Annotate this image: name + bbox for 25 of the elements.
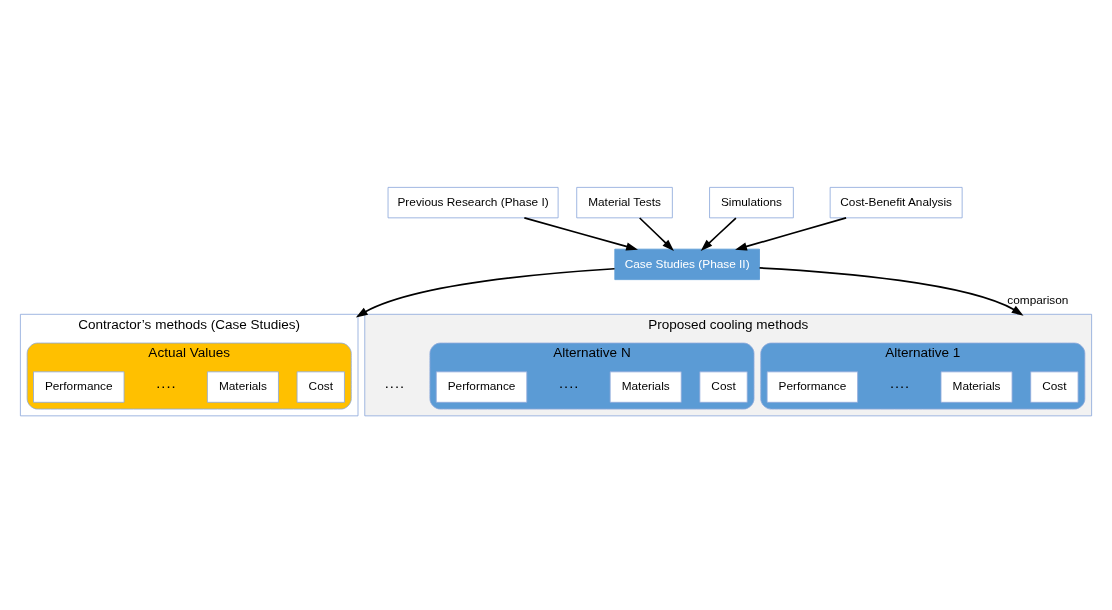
node-box: Cost <box>699 371 748 403</box>
arrow <box>758 267 1024 316</box>
arrow <box>355 267 616 318</box>
node-box: Cost <box>296 371 345 403</box>
node-box: Cost <box>1030 371 1079 403</box>
node-box: Cost-Benefit Analysis <box>829 186 963 219</box>
node-box: Materials <box>940 371 1013 403</box>
arrow <box>523 217 639 251</box>
node-box: Previous Research (Phase I) <box>387 186 559 219</box>
node-box: Performance <box>33 371 125 403</box>
node-box: Case Studies (Phase II) <box>614 248 760 281</box>
node-box: Performance <box>766 371 859 403</box>
node-box: Performance <box>435 371 528 403</box>
label: ···· <box>384 376 405 394</box>
node-box: Material Tests <box>576 186 673 219</box>
node-box: Materials <box>609 371 682 403</box>
node-box: Simulations <box>709 186 794 219</box>
arrow <box>700 217 737 251</box>
edge-label: comparison <box>1007 293 1069 308</box>
arrow <box>638 217 674 251</box>
node-box: Materials <box>206 371 279 403</box>
label: ···· <box>558 376 579 394</box>
arrow <box>735 217 847 251</box>
label: ···· <box>155 376 177 394</box>
label: ···· <box>889 376 910 394</box>
